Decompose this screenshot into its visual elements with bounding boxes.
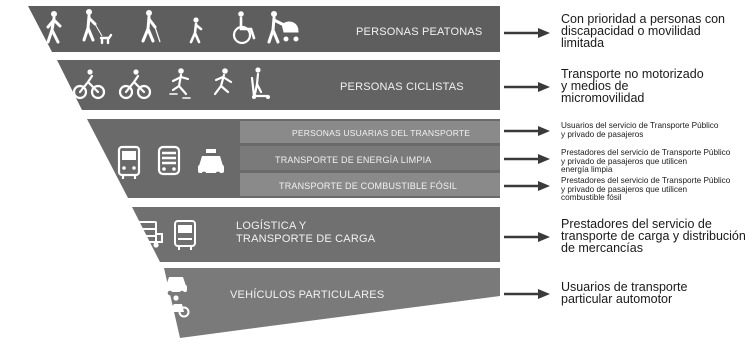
description-line: micromovilidad — [561, 91, 645, 105]
cyclist-icon — [72, 69, 106, 100]
skater-icon — [169, 68, 191, 99]
band-label-users: PERSONAS USUARIAS DEL TRANSPORTE — [292, 128, 470, 138]
pedestrian-with-dog-icon — [82, 9, 113, 45]
description-fossil-fuel: Prestadores del servicio de Transporte P… — [561, 176, 731, 203]
scooter-icon — [250, 67, 270, 99]
band-private-vehicles — [164, 268, 500, 338]
band-cargo — [132, 207, 500, 262]
bus-icon — [117, 145, 141, 179]
child-walking-icon — [189, 17, 203, 44]
arrow-pedestrians — [504, 28, 550, 38]
description-line: Prestadores del servicio de Transporte P… — [561, 176, 731, 185]
description-line: Con prioridad a personas con — [561, 12, 725, 26]
description-line: Prestadores del servicio de — [561, 217, 712, 231]
description-cargo: Prestadores del servicio de transporte d… — [561, 217, 746, 255]
description-line: limitada — [561, 36, 605, 50]
description-line: de mercancías — [561, 241, 643, 255]
pedestrian-with-cane-icon — [141, 10, 161, 43]
sub-band-clean-energy — [240, 146, 500, 170]
arrow-clean-energy — [504, 154, 550, 164]
person-with-stroller-icon — [267, 11, 299, 44]
arrow-cyclists — [504, 82, 550, 92]
description-private-vehicles: Usuarios de transporte particular automo… — [561, 280, 688, 306]
description-line: y privado de pasajeros — [561, 129, 644, 139]
description-line: energía limpia — [561, 165, 613, 175]
band-label-cargo-line1: LOGÍSTICA Y — [236, 219, 307, 232]
cyclist-icon — [118, 69, 152, 100]
description-line: Usuarios del servicio de Transporte Públ… — [561, 121, 719, 130]
band-cyclists — [57, 60, 500, 110]
taxi-icon — [198, 149, 224, 177]
description-pedestrians: Con prioridad a personas con discapacida… — [561, 12, 725, 50]
description-line: combustible fósil — [561, 193, 622, 203]
description-line: transporte de carga y distribución — [561, 229, 746, 243]
description-line: discapacidad o movilidad — [561, 24, 701, 38]
description-users: Usuarios del servicio de Transporte Públ… — [561, 121, 719, 139]
cargo-truck-icon — [133, 221, 163, 248]
description-cyclists: Transporte no motorizado y medios de mic… — [561, 67, 704, 105]
arrow-cargo — [504, 232, 550, 242]
description-clean-energy: Prestadores del servicio de Transporte P… — [561, 148, 731, 175]
description-line: Transporte no motorizado — [561, 67, 704, 81]
description-line: y privado de pasajeros que utilicen — [561, 184, 688, 194]
runner-icon — [213, 68, 233, 96]
train-icon — [157, 145, 181, 176]
description-line: Usuarios de transporte — [561, 280, 688, 294]
sub-band-fossil-fuel — [240, 173, 500, 196]
description-line: y privado de pasajeros que utilicen — [561, 156, 688, 166]
arrow-private-vehicles — [504, 289, 550, 299]
description-line: particular automotor — [561, 292, 673, 306]
band-label-pedestrians: PERSONAS PEATONAS — [356, 26, 482, 38]
band-label-private-vehicles: VEHÍCULOS PARTICULARES — [230, 288, 384, 301]
band-label-fossil-fuel: TRANSPORTE DE COMBUSTIBLE FÓSIL — [279, 181, 457, 191]
pedestrian-icon — [46, 11, 62, 44]
band-label-clean-energy: TRANSPORTE DE ENERGÍA LIMPIA — [275, 155, 431, 165]
delivery-van-icon — [174, 220, 196, 250]
arrow-users — [504, 126, 550, 136]
motorcycle-icon — [162, 295, 190, 318]
car-icon — [165, 277, 187, 296]
description-line: Prestadores del servicio de Transporte P… — [561, 148, 731, 157]
description-line: y medios de — [561, 79, 629, 93]
wheelchair-icon — [232, 11, 256, 45]
band-label-cyclists: PERSONAS CICLISTAS — [340, 81, 464, 93]
band-label-cargo-line2: TRANSPORTE DE CARGA — [236, 233, 376, 245]
band-pedestrians — [28, 6, 500, 52]
arrow-fossil-fuel — [504, 181, 550, 191]
sub-band-users — [240, 121, 500, 143]
